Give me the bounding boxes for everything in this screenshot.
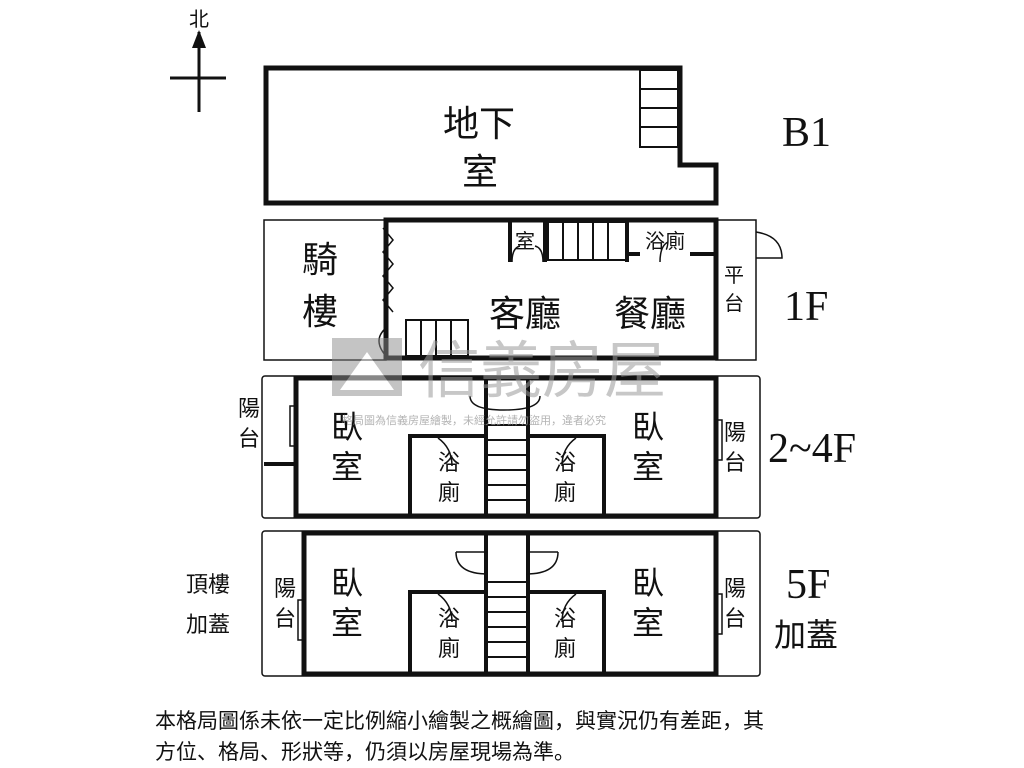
balcony-right-5f-line2: 台 (724, 607, 746, 632)
floor-label-1f: 1F (784, 284, 828, 330)
stairs-1f-top (547, 221, 627, 261)
stairs-5f (488, 581, 526, 658)
stairs-1f-bottom (405, 319, 469, 357)
folding-gate-icon (382, 227, 394, 313)
roof-addition-label-line1: 頂樓 (186, 573, 230, 598)
bath-right-5f-line2: 廁 (554, 637, 576, 662)
bedroom-left-2-4f-line2: 室 (331, 448, 363, 486)
bath-right-2-4f-line1: 浴 (554, 451, 576, 476)
brand-logo-icon (332, 338, 402, 396)
bedroom-left-5f-line1: 臥 (331, 564, 363, 602)
floor-label-b1: B1 (782, 110, 831, 156)
balcony-left-2-4f-line2: 台 (238, 427, 260, 452)
basement-label-line2: 室 (462, 152, 498, 193)
bedroom-right-2-4f-line1: 臥 (632, 408, 664, 446)
north-compass-icon: 北 (170, 7, 226, 112)
disclaimer: 本格局圖係未依一定比例縮小繪製之概繪圖，與實況仍有差距，其 方位、格局、形狀等，… (155, 706, 895, 768)
balcony-left-2-4f-line1: 陽 (238, 397, 260, 422)
small-room-label: 室 (515, 229, 535, 253)
bedroom-right-2-4f-line2: 室 (632, 448, 664, 486)
stairs-b1 (639, 69, 679, 148)
roof-addition-label-line2: 加蓋 (186, 613, 230, 638)
bath-right-2-4f-line2: 廁 (554, 481, 576, 506)
bedroom-left-5f-line2: 室 (331, 604, 363, 642)
platform-label-line1: 平 (724, 263, 744, 287)
balcony-right-5f-line1: 陽 (724, 577, 746, 602)
balcony-right-2-4f-line2: 台 (724, 451, 746, 476)
floor-5f: 頂樓 加蓋 陽 台 臥 室 浴 廁 浴 廁 臥 室 陽 台 5F 加蓋 (186, 530, 838, 677)
north-label: 北 (189, 7, 209, 31)
bath-right-5f-line1: 浴 (554, 607, 576, 632)
floor-1f: 騎 樓 室 浴廁 客廳 餐廳 平 台 1F (263, 217, 828, 361)
arcade-label-line2: 樓 (302, 292, 338, 333)
dining-room-label: 餐廳 (614, 294, 686, 335)
bath-left-2-4f-line1: 浴 (438, 451, 460, 476)
floor-label-2-4f: 2~4F (768, 426, 856, 472)
bedroom-right-5f-line1: 臥 (632, 564, 664, 602)
floor-2-4f: 陽 台 臥 室 浴 廁 浴 廁 臥 室 陽 台 2~4F (238, 375, 856, 519)
basement-label-line1: 地下 (443, 104, 515, 145)
watermark-brand-text: 信義房屋 (418, 334, 666, 407)
floor-b1: 地下 室 B1 (263, 65, 831, 206)
stairs-2-4f (488, 424, 526, 501)
bath-left-2-4f-line2: 廁 (438, 481, 460, 506)
bath-1f-label: 浴廁 (645, 229, 685, 253)
brand-watermark: 信義房屋 格局圖為信義房屋繪製，未經允許請勿盜用，違者必究 (332, 334, 666, 427)
watermark-notice-text: 格局圖為信義房屋繪製，未經允許請勿盜用，違者必究 (342, 413, 606, 427)
bedroom-left-2-4f-line1: 臥 (331, 408, 363, 446)
disclaimer-line2: 方位、格局、形狀等，仍須以房屋現場為準。 (155, 740, 575, 764)
platform-label-line2: 台 (724, 291, 744, 315)
floor-label-5f-addition: 加蓋 (774, 616, 838, 654)
balcony-left-5f-line1: 陽 (274, 577, 296, 602)
bedroom-right-5f-line2: 室 (632, 604, 664, 642)
bath-left-5f-line2: 廁 (438, 637, 460, 662)
balcony-right-2-4f-line1: 陽 (724, 421, 746, 446)
balcony-left-5f-line2: 台 (274, 607, 296, 632)
arcade-label-line1: 騎 (302, 240, 338, 281)
floor-label-5f: 5F (786, 562, 830, 608)
disclaimer-line1: 本格局圖係未依一定比例縮小繪製之概繪圖，與實況仍有差距，其 (155, 709, 764, 733)
bath-left-5f-line1: 浴 (438, 607, 460, 632)
living-room-label: 客廳 (489, 294, 561, 335)
